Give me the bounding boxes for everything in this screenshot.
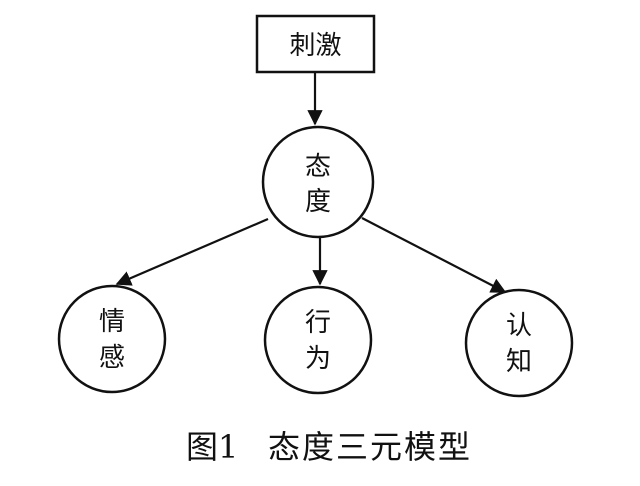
cognition-label-2: 知 — [506, 347, 532, 377]
stimulus-label: 刺激 — [289, 31, 341, 61]
behavior-label-1: 行 — [305, 308, 331, 338]
behavior-label-2: 为 — [305, 344, 331, 374]
attitude-label-2: 度 — [305, 187, 331, 217]
attitude-label-1: 态 — [305, 152, 331, 182]
stimulus-node: 刺激 — [255, 14, 376, 74]
affect-label-2: 感 — [99, 343, 125, 373]
cognition-label-1: 认 — [506, 311, 532, 341]
caption-number: 图1 — [186, 428, 238, 466]
arrow-attitude-to-cognition — [361, 217, 507, 293]
affect-node: 情 感 — [57, 284, 167, 394]
figure-caption: 图1 态度三元模型 — [186, 428, 472, 466]
attitude-node: 态 度 — [261, 125, 375, 239]
caption-title: 态度三元模型 — [268, 428, 472, 466]
cognition-node: 认 知 — [464, 288, 574, 398]
behavior-node: 行 为 — [263, 285, 373, 395]
arrow-attitude-to-affect — [115, 217, 269, 286]
affect-label-1: 情 — [99, 307, 125, 337]
